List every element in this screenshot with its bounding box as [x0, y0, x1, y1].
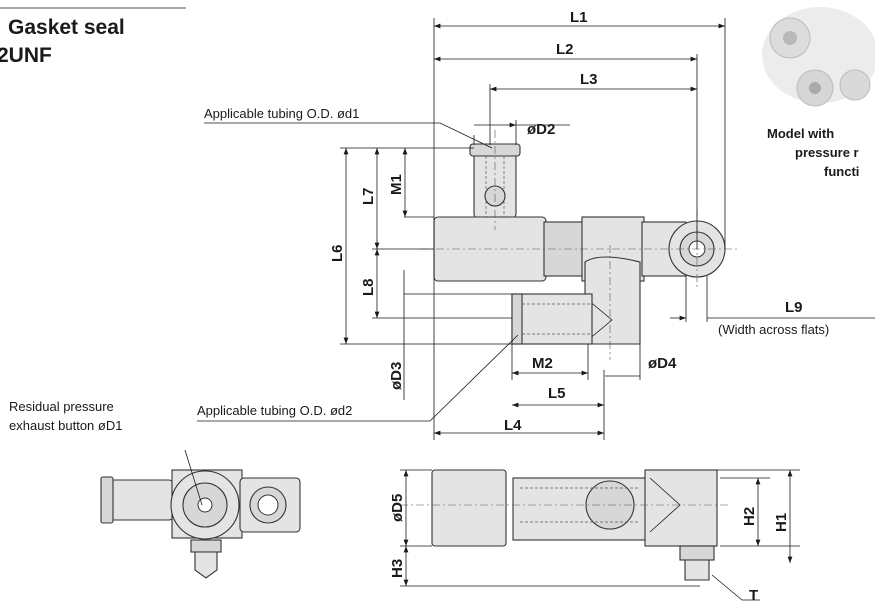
dim-D2: øD2 — [527, 121, 555, 138]
model-caption-line3: functi — [824, 164, 860, 179]
front-right-body — [644, 469, 718, 547]
dim-L6: L6 — [329, 244, 346, 262]
dim-D4: øD4 — [648, 355, 677, 372]
callout-tubing-d2: Applicable tubing O.D. ød2 — [197, 403, 353, 418]
page-title: Gasket seal — [8, 16, 125, 39]
front-thread-nut — [679, 545, 715, 561]
dim-D3: øD3 — [388, 362, 405, 390]
product-photo — [762, 7, 875, 107]
callout-residual-line2: exhaust button øD1 — [9, 418, 123, 433]
dim-H3: H3 — [389, 559, 406, 578]
dim-M2: M2 — [532, 355, 553, 372]
callout-tubing-d1: Applicable tubing O.D. ød1 — [204, 106, 360, 121]
dim-L9: L9 — [785, 299, 803, 316]
model-caption-line1: Model with — [767, 126, 835, 141]
dimension-labels: L1 L2 L3 øD2 L4 L5 M2 øD4 L9 T L6 L7 M1 … — [329, 9, 803, 604]
lower-fitting-collet — [511, 293, 523, 345]
dim-L8: L8 — [360, 278, 377, 296]
dim-L1: L1 — [570, 9, 588, 26]
side-thread-nut — [190, 539, 222, 553]
lower-elbow — [584, 256, 641, 345]
dim-T: T — [749, 587, 758, 604]
front-thread — [684, 559, 710, 581]
dim-D5: øD5 — [389, 494, 406, 522]
top-view-dimensions — [197, 18, 875, 440]
callout-width-flats: (Width across flats) — [718, 322, 830, 337]
dim-L7: L7 — [360, 187, 377, 205]
side-view — [100, 449, 301, 579]
top-view — [420, 130, 740, 360]
front-view — [400, 469, 730, 581]
dim-L4: L4 — [504, 417, 522, 434]
callout-residual-line1: Residual pressure — [9, 399, 114, 414]
page-subtitle: 2UNF — [0, 44, 52, 67]
lower-fitting — [511, 293, 593, 345]
dim-L5: L5 — [548, 385, 566, 402]
front-view-dimensions — [400, 469, 800, 601]
dim-H2: H2 — [741, 507, 758, 526]
model-caption-line2: pressure r — [795, 145, 859, 160]
dim-H1: H1 — [773, 513, 790, 532]
dim-M1: M1 — [388, 174, 405, 195]
front-left-body — [431, 469, 507, 547]
side-thread — [194, 551, 218, 579]
dim-L3: L3 — [580, 71, 598, 88]
dim-L2: L2 — [556, 41, 574, 58]
